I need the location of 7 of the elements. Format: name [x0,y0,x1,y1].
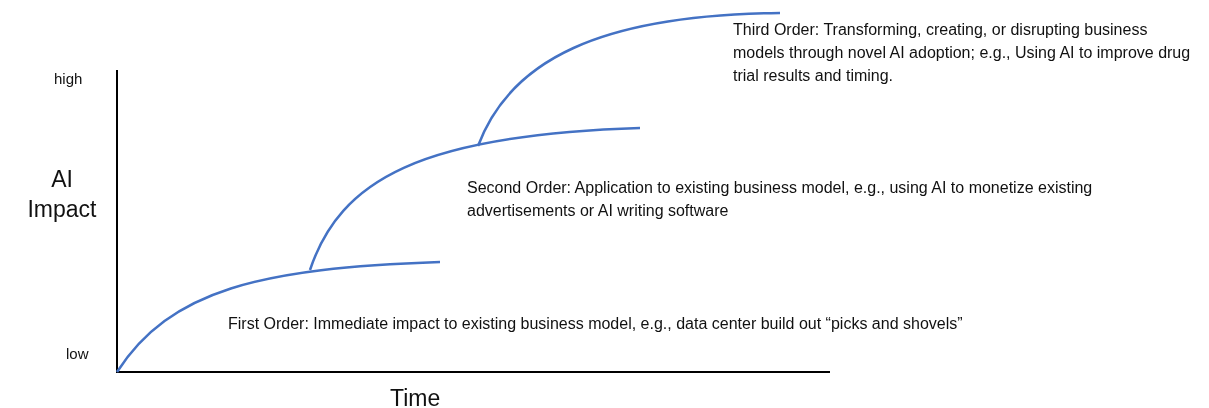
annotation-text: Second Order: Application to existing business model, e.g., using AI to monetize existing advertisements or AI writing software [467,178,1094,222]
annotation-text: Third Order: Transforming, creating, or disrupting business models through novel AI adoption; e.g., Using AI to improve drug trial results and timing. [733,20,1192,87]
axis-title: Time [390,384,441,408]
axis-tick-label: high [54,69,83,89]
axis-tick-label: low [66,344,89,364]
annotation-text: First Order: Immediate impact to existing business model, e.g., data center build out “picks and shovels” [228,314,963,334]
axis-title: AI Impact [26,165,98,224]
